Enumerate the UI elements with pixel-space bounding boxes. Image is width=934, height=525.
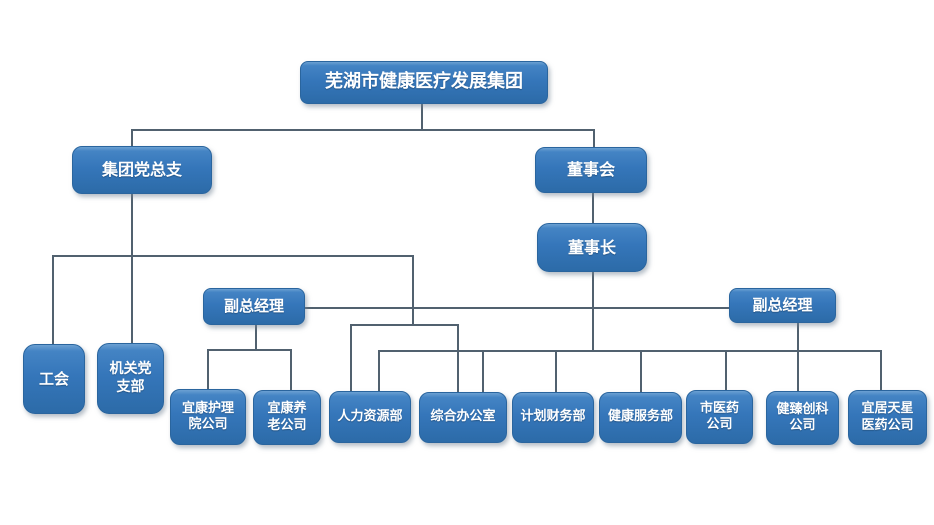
org-node-labor-union: 工会	[23, 344, 85, 414]
org-node-label: 宜康护理 院公司	[181, 400, 234, 432]
connector-line	[555, 350, 557, 392]
connector-line	[640, 350, 642, 392]
connector-line	[457, 324, 459, 392]
connector-line	[305, 307, 729, 309]
org-node-vgm-left: 副总经理	[203, 288, 305, 325]
org-node-label: 计划财务部	[520, 409, 586, 425]
connector-line	[593, 129, 595, 147]
connector-line	[52, 255, 412, 257]
org-node-hr-dept: 人力资源部	[329, 391, 411, 443]
org-node-jianzhen-chuangke: 健臻创科 公司	[766, 391, 839, 445]
org-node-yikang-nursing: 宜康护理 院公司	[170, 389, 246, 445]
connector-line	[378, 350, 880, 352]
org-node-label: 董事会	[566, 160, 615, 179]
connector-line	[797, 323, 799, 391]
org-node-group: 芜湖市健康医疗发展集团	[300, 61, 548, 104]
org-node-yikang-eldercare: 宜康养 老公司	[253, 390, 321, 445]
org-node-label: 宜居天星 医药公司	[861, 401, 914, 433]
connector-line	[350, 324, 457, 326]
connector-line	[378, 350, 380, 391]
connector-line	[482, 350, 484, 392]
org-node-label: 集团党总支	[101, 160, 182, 179]
connector-line	[592, 193, 594, 223]
org-node-label: 副总经理	[752, 296, 813, 315]
connector-line	[52, 255, 54, 344]
org-node-label: 健康服务部	[607, 409, 673, 425]
connector-line	[725, 350, 727, 390]
org-node-label: 董事长	[567, 237, 616, 257]
org-node-label: 副总经理	[223, 297, 284, 316]
org-node-party-committee: 集团党总支	[72, 146, 212, 194]
connector-line	[131, 129, 593, 131]
connector-line	[421, 104, 423, 129]
org-node-health-service: 健康服务部	[599, 392, 682, 443]
connector-line	[350, 324, 352, 391]
org-node-city-pharma: 市医药 公司	[686, 390, 753, 444]
org-node-board: 董事会	[535, 147, 647, 193]
org-node-label: 芜湖市健康医疗发展集团	[325, 71, 523, 93]
connector-line	[131, 129, 133, 146]
connector-line	[255, 325, 257, 349]
org-node-office-party-branch: 机关党 支部	[97, 343, 164, 414]
org-node-label: 工会	[38, 369, 69, 388]
org-node-label: 机关党 支部	[109, 361, 152, 395]
connector-line	[207, 349, 209, 389]
org-node-vgm-right: 副总经理	[729, 288, 836, 323]
connector-line	[207, 349, 290, 351]
connector-line	[412, 255, 414, 324]
org-node-label: 市医药 公司	[699, 400, 739, 432]
org-node-label: 综合办公室	[430, 409, 496, 425]
org-node-label: 人力资源部	[337, 408, 403, 424]
connector-line	[131, 194, 133, 343]
connector-line	[880, 350, 882, 390]
org-node-general-office: 综合办公室	[419, 392, 507, 443]
org-node-chairman: 董事长	[537, 223, 647, 272]
org-node-label: 宜康养 老公司	[267, 401, 307, 433]
connector-line	[290, 349, 292, 390]
org-node-label: 健臻创科 公司	[776, 401, 829, 433]
org-node-planning-finance: 计划财务部	[512, 392, 594, 443]
org-node-yiju-tianxing: 宜居天星 医药公司	[848, 390, 927, 445]
connector-line	[592, 272, 594, 350]
